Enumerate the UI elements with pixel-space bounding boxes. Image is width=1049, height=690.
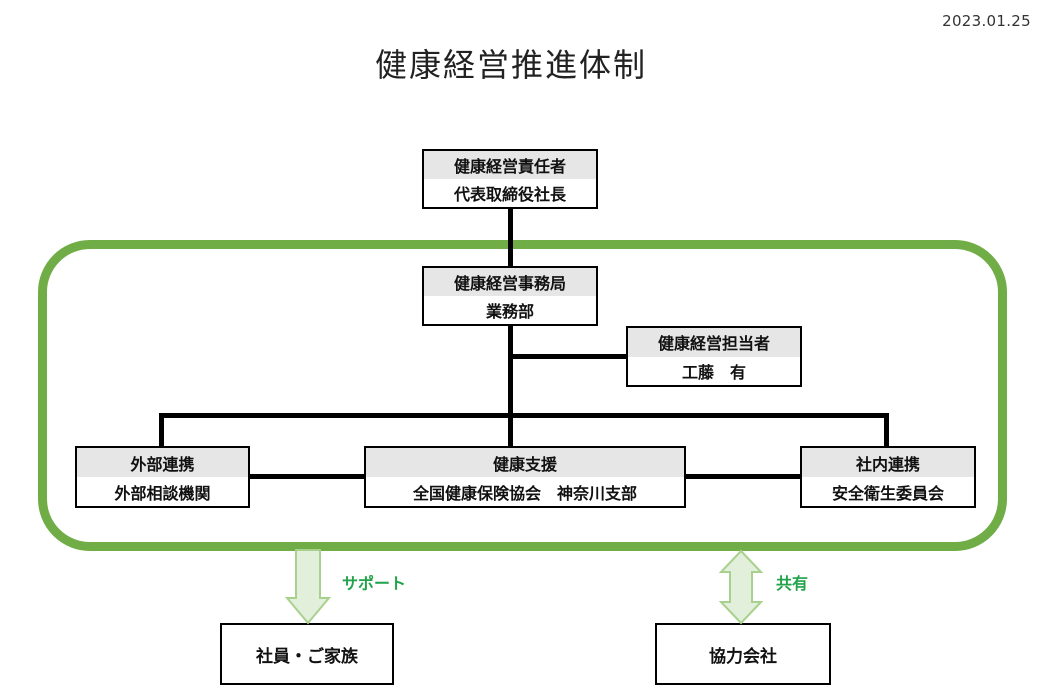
node-staff: 健康経営担当者 工藤 有 [626,326,802,387]
connector-to-staff [508,354,628,359]
node-staff-header: 健康経営担当者 [628,328,800,357]
connector-responsible-to-office [508,207,513,269]
health-management-group-frame [38,240,1007,551]
node-office: 健康経営事務局 業務部 [422,266,598,326]
connector-to-internal [884,413,889,448]
node-responsible-header: 健康経営責任者 [424,151,596,179]
node-external-header: 外部連携 [77,448,248,477]
support-label: サポート [342,574,407,593]
node-office-header: 健康経営事務局 [424,268,596,296]
node-staff-body: 工藤 有 [681,362,746,382]
share-label: 共有 [776,574,809,593]
node-responsible: 健康経営責任者 代表取締役社長 [422,149,598,209]
share-double-arrow-icon [718,549,764,625]
connector-horizontal-bar [159,413,889,418]
node-employees: 社員・ご家族 [220,623,394,685]
node-support-body: 全国健康保険協会 神奈川支部 [412,483,637,503]
date-label: 2023.01.25 [942,12,1031,30]
node-support: 健康支援 全国健康保険協会 神奈川支部 [364,446,686,508]
node-responsible-body: 代表取締役社長 [453,185,566,204]
node-partners: 協力会社 [655,623,831,685]
node-external: 外部連携 外部相談機関 [75,446,250,508]
page-title: 健康経営推進体制 [374,46,647,84]
node-external-body: 外部相談機関 [114,483,211,503]
connector-office-to-support [508,325,513,448]
node-internal-body: 安全衛生委員会 [831,483,944,503]
connector-to-external [159,413,164,448]
connector-support-internal [684,474,802,479]
node-internal-header: 社内連携 [802,448,974,477]
node-office-body: 業務部 [485,302,534,321]
connector-external-support [248,474,366,479]
support-down-arrow-icon [284,549,332,625]
node-internal: 社内連携 安全衛生委員会 [800,446,976,508]
node-support-header: 健康支援 [366,448,684,477]
